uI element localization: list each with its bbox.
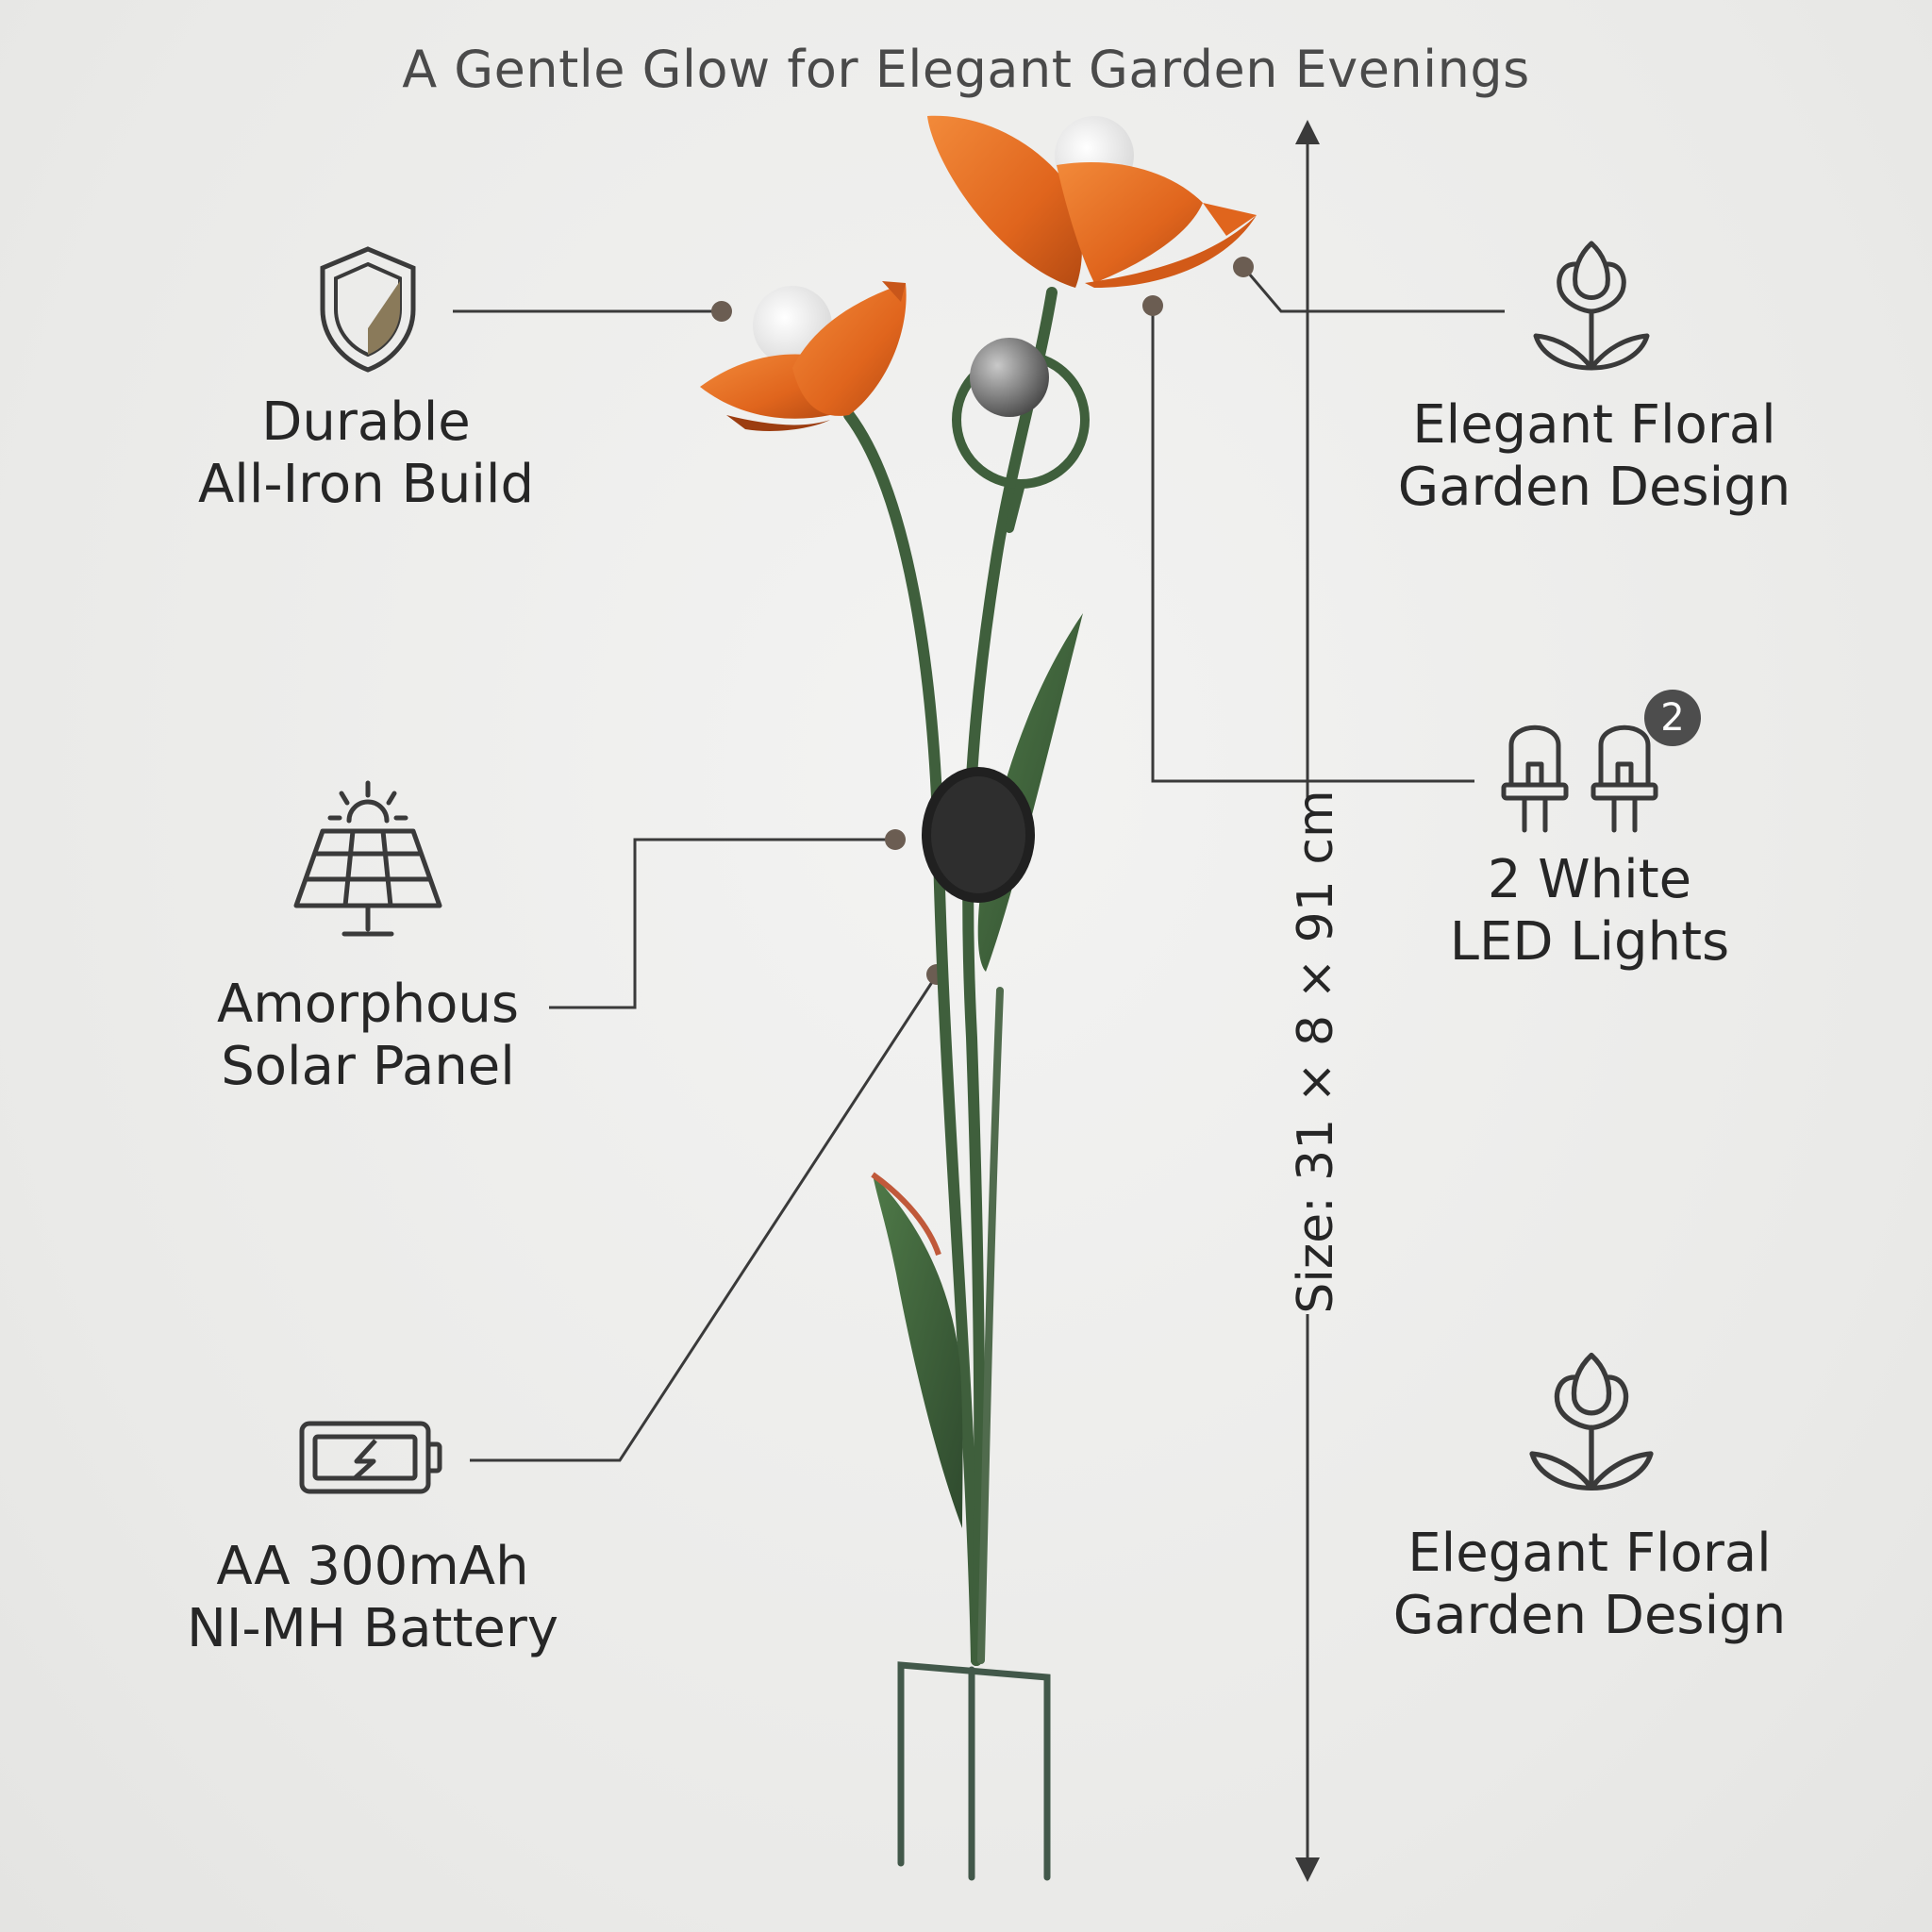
led-bulb-icon bbox=[1501, 724, 1658, 833]
shield-icon bbox=[320, 246, 416, 373]
headline: A Gentle Glow for Elegant Garden Evening… bbox=[402, 40, 1530, 99]
stems bbox=[843, 287, 1090, 1666]
feature-line-1: AA 300mAh bbox=[216, 1536, 529, 1597]
feature-line-1: Amorphous bbox=[216, 974, 520, 1035]
right-flower bbox=[927, 115, 1257, 288]
led-count-badge: 2 bbox=[1644, 690, 1701, 746]
feature-line-2: LED Lights bbox=[1449, 911, 1730, 973]
feature-line-2: Garden Design bbox=[1397, 457, 1791, 518]
callout-dots bbox=[711, 257, 1254, 985]
ground-stake bbox=[897, 1661, 1051, 1881]
tulip-icon bbox=[1529, 1352, 1654, 1491]
lower-leaf bbox=[873, 1174, 963, 1528]
metal-ball bbox=[970, 338, 1049, 417]
feature-floral-design-top: Elegant Floral Garden Design bbox=[1368, 394, 1821, 519]
feature-line-1: Durable bbox=[261, 391, 471, 453]
feature-battery: AA 300mAh NI-MH Battery bbox=[170, 1536, 575, 1660]
feature-led-lights: 2 White LED Lights bbox=[1406, 849, 1774, 974]
feature-line-1: Elegant Floral bbox=[1407, 1523, 1772, 1584]
left-flower bbox=[700, 281, 907, 431]
feature-line-1: Elegant Floral bbox=[1412, 394, 1776, 456]
battery-icon bbox=[299, 1421, 442, 1494]
solar-panel-icon bbox=[293, 780, 442, 937]
feature-floral-design-bottom: Elegant Floral Garden Design bbox=[1363, 1523, 1816, 1647]
feature-iron-build: Durable All-Iron Build bbox=[177, 391, 555, 516]
callout-lines bbox=[453, 266, 1505, 1462]
feature-line-2: All-Iron Build bbox=[197, 454, 535, 515]
size-dimensions: Size: 31 × 8 × 91 cm bbox=[1288, 790, 1344, 1314]
feature-line-2: Solar Panel bbox=[221, 1036, 515, 1097]
tulip-icon bbox=[1533, 241, 1650, 371]
feature-line-1: 2 White bbox=[1487, 849, 1692, 910]
feature-solar-panel: Amorphous Solar Panel bbox=[179, 974, 557, 1098]
feature-line-2: NI-MH Battery bbox=[186, 1598, 559, 1659]
dimension-arrow bbox=[1295, 120, 1320, 1882]
feature-line-2: Garden Design bbox=[1392, 1585, 1787, 1646]
